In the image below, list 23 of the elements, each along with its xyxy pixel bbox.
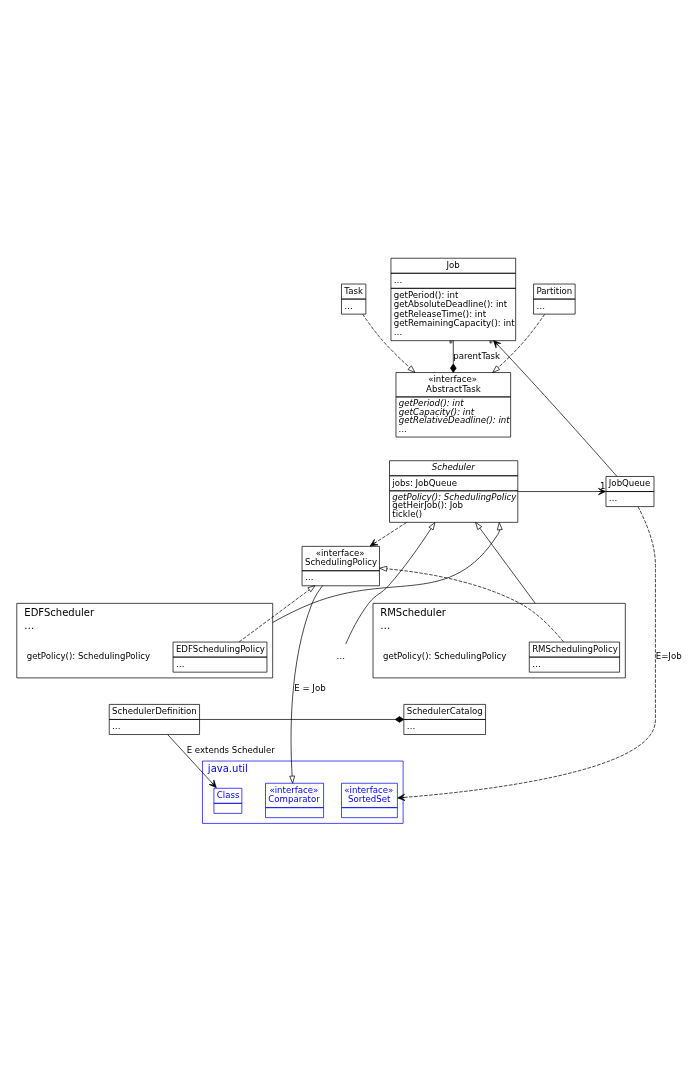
arrow xyxy=(362,313,416,373)
node-text: … xyxy=(336,650,346,661)
arrow xyxy=(397,505,656,801)
connector xyxy=(199,715,405,723)
label: * xyxy=(448,338,453,349)
edge-label: E = Job xyxy=(294,682,326,693)
arrow xyxy=(345,521,436,644)
arrow xyxy=(379,565,564,642)
arrow xyxy=(517,487,606,495)
arrow xyxy=(369,521,407,546)
arrow xyxy=(475,521,536,604)
label: * xyxy=(488,338,494,349)
edge-label: E extends Scheduler xyxy=(186,744,275,755)
arrow xyxy=(238,584,316,642)
arrow xyxy=(493,339,618,477)
arrow xyxy=(289,584,324,784)
edge-label: parentTask xyxy=(453,350,500,361)
arrow xyxy=(167,733,217,788)
edge-label: E=Job xyxy=(655,650,682,661)
connector xyxy=(450,339,457,373)
arrow xyxy=(272,521,503,623)
label: 1 xyxy=(599,480,606,491)
arrow xyxy=(492,313,546,373)
